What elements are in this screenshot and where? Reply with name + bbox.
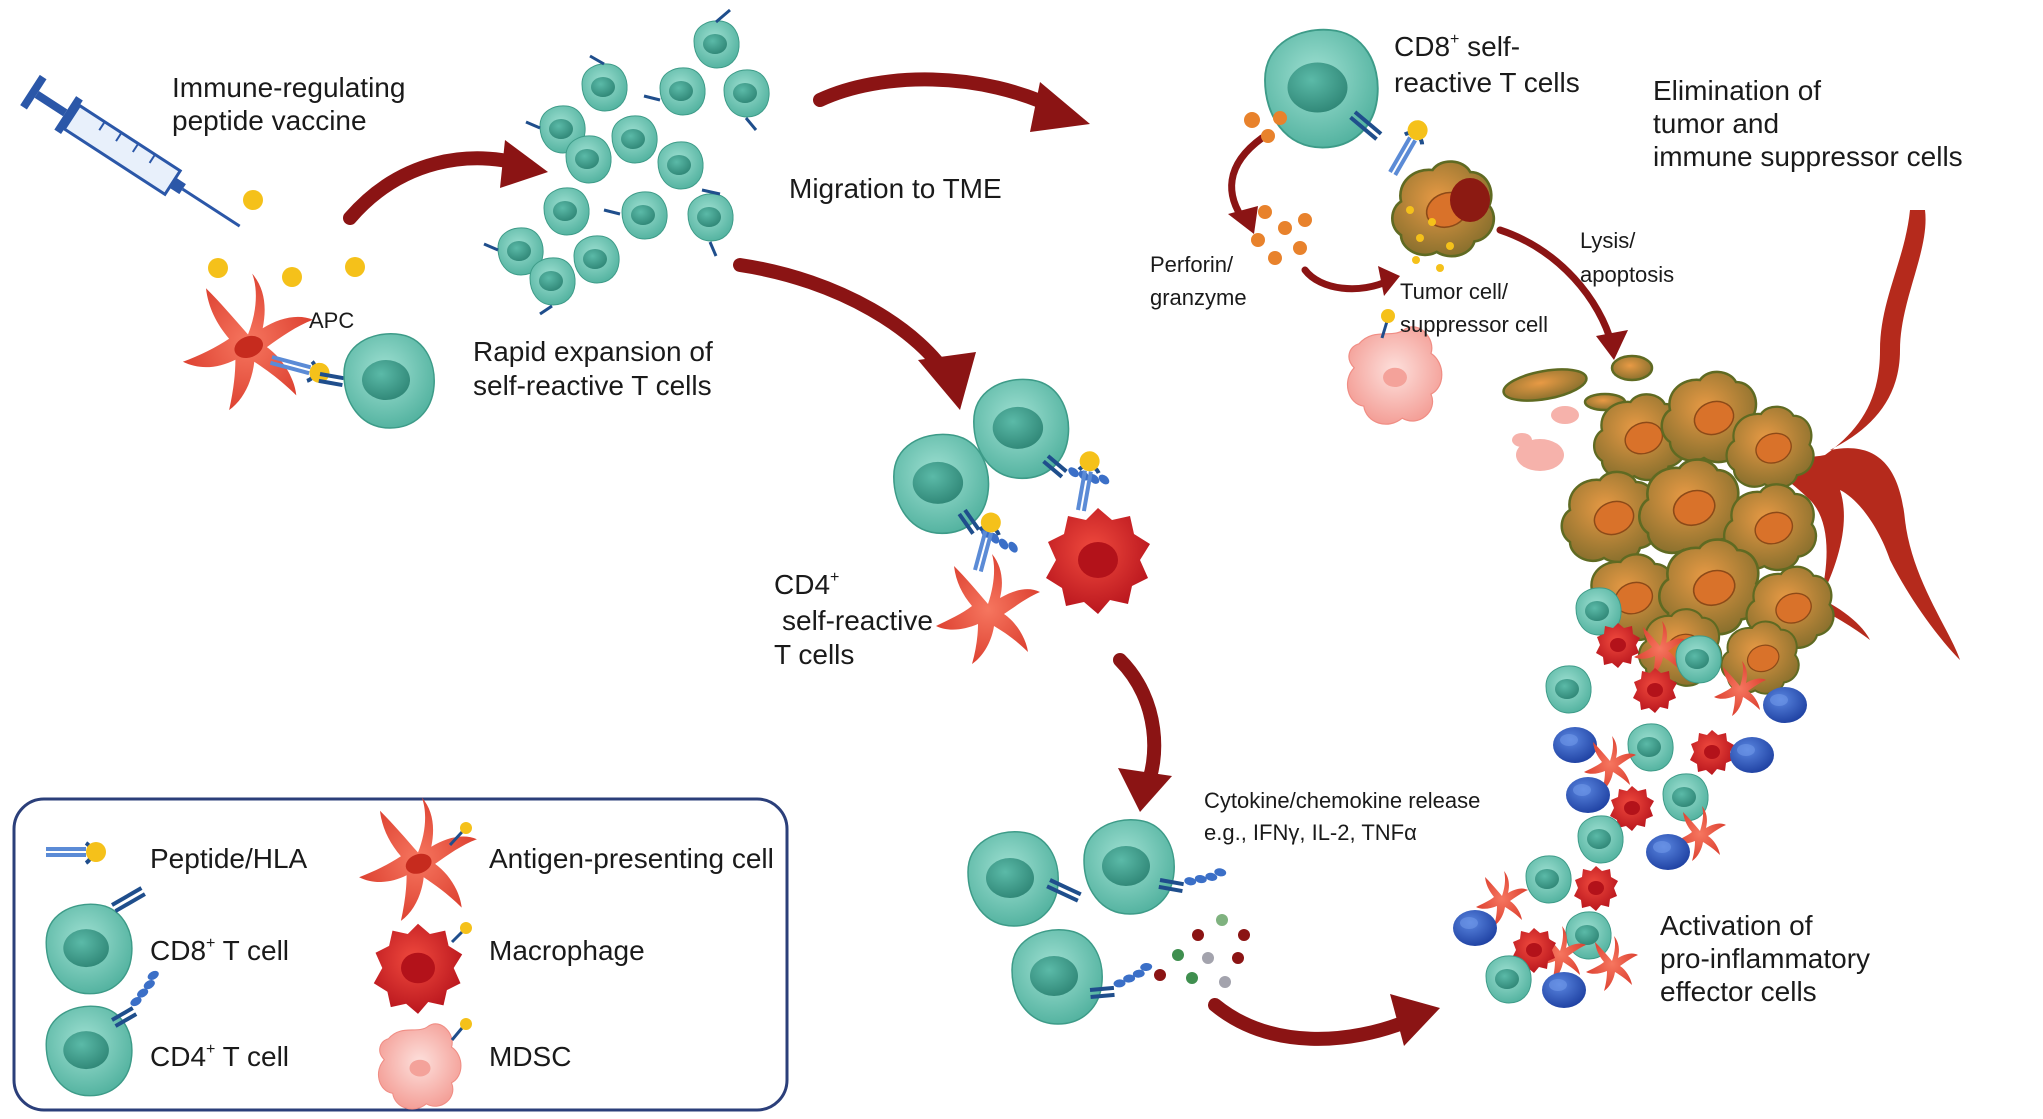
apc-icon bbox=[359, 797, 477, 921]
cd4-line2: self-reactive bbox=[782, 605, 933, 636]
expansion-line1: Rapid expansion of bbox=[473, 336, 713, 367]
tumor-line2: suppressor cell bbox=[1400, 312, 1548, 337]
arrow-perforin bbox=[1228, 134, 1400, 296]
elimination-line2: tumor and bbox=[1653, 108, 1779, 139]
cytokine-dots bbox=[1154, 914, 1250, 988]
legend-item-cd4: CD4+ T cell bbox=[45, 966, 289, 1097]
cd8-line1: CD8+ self- bbox=[1394, 31, 1520, 62]
label-cd4-selfreactive: CD4+ self-reactive T cells bbox=[774, 569, 933, 670]
label-apc: APC bbox=[309, 308, 354, 333]
apc-tcell-synapse bbox=[266, 333, 435, 429]
legend-label-mdsc: MDSC bbox=[489, 1041, 571, 1072]
target-tumor-cell bbox=[1381, 114, 1496, 272]
legend-label-peptide-hla: Peptide/HLA bbox=[150, 843, 308, 874]
perforin-line2: granzyme bbox=[1150, 285, 1247, 310]
perforin-line1: Perforin/ bbox=[1150, 252, 1234, 277]
legend-label-apc: Antigen-presenting cell bbox=[489, 843, 774, 874]
lysis-line2: apoptosis bbox=[1580, 262, 1674, 287]
arrow-cytokine-to-activation bbox=[1208, 994, 1440, 1046]
apc-cell bbox=[182, 273, 314, 411]
label-migration: Migration to TME bbox=[789, 173, 1002, 204]
activation-line3: effector cells bbox=[1660, 976, 1817, 1007]
arrow-lysis bbox=[1496, 226, 1628, 360]
tumor-line1: Tumor cell/ bbox=[1400, 279, 1509, 304]
arrow-vaccine-to-expansion bbox=[343, 140, 548, 225]
label-perforin: Perforin/ granzyme bbox=[1150, 252, 1247, 310]
legend-item-macrophage: Macrophage bbox=[373, 922, 645, 1014]
elimination-line1: Elimination of bbox=[1653, 75, 1821, 106]
legend-label-cd8: CD8+ T cell bbox=[150, 935, 289, 966]
legend-label-cd4: CD4+ T cell bbox=[150, 1041, 289, 1072]
lysed-debris bbox=[1502, 354, 1654, 471]
tcell-cluster bbox=[483, 8, 770, 316]
activation-line2: pro-inflammatory bbox=[1660, 943, 1870, 974]
arrow-to-cd4 bbox=[733, 258, 976, 410]
lysis-line1: Lysis/ bbox=[1580, 228, 1636, 253]
label-lysis: Lysis/ apoptosis bbox=[1580, 228, 1674, 287]
label-tumor-cell: Tumor cell/ suppressor cell bbox=[1400, 279, 1548, 337]
granule-dots bbox=[1244, 111, 1312, 265]
cd4-line1: CD4+ bbox=[774, 569, 839, 600]
label-expansion: Rapid expansion of self-reactive T cells bbox=[473, 336, 713, 401]
vaccine-line2: peptide vaccine bbox=[172, 105, 367, 136]
legend-label-macrophage: Macrophage bbox=[489, 935, 645, 966]
legend-item-cd8: CD8+ T cell bbox=[45, 886, 289, 995]
expansion-line2: self-reactive T cells bbox=[473, 370, 712, 401]
arrow-cd4-to-cytokine bbox=[1113, 653, 1172, 812]
cytokine-line1: Cytokine/chemokine release bbox=[1204, 788, 1480, 813]
macrophage-icon bbox=[373, 922, 472, 1014]
cd8-effector-cell bbox=[1264, 28, 1384, 149]
legend-item-mdsc: MDSC bbox=[377, 1018, 571, 1110]
label-activation: Activation of pro-inflammatory effector … bbox=[1660, 910, 1870, 1007]
legend-item-apc: Antigen-presenting cell bbox=[359, 797, 774, 921]
legend-box: Peptide/HLA CD8+ T cell CD4+ T cell Anti… bbox=[12, 797, 789, 1112]
cytokine-tcell-group bbox=[967, 819, 1229, 1025]
activation-line1: Activation of bbox=[1660, 910, 1813, 941]
mdsc-cell-target bbox=[1346, 309, 1443, 425]
vaccine-line1: Immune-regulating bbox=[172, 72, 405, 103]
syringe-icon bbox=[20, 74, 241, 228]
legend-item-peptide-hla: Peptide/HLA bbox=[44, 840, 308, 874]
label-cd8-selfreactive: CD8+ self- reactive T cells bbox=[1394, 31, 1580, 98]
cd8-line2: reactive T cells bbox=[1394, 67, 1580, 98]
mdsc-icon bbox=[377, 1018, 472, 1110]
label-elimination: Elimination of tumor and immune suppress… bbox=[1653, 75, 1963, 172]
cd4-line3: T cells bbox=[774, 639, 854, 670]
elimination-line3: immune suppressor cells bbox=[1653, 141, 1963, 172]
label-cytokine: Cytokine/chemokine release e.g., IFNγ, I… bbox=[1204, 788, 1480, 845]
cytokine-line2: e.g., IFNγ, IL-2, TNFα bbox=[1204, 820, 1417, 845]
peptide-dots bbox=[208, 190, 365, 287]
label-vaccine: Immune-regulating peptide vaccine bbox=[172, 72, 405, 136]
arrow-migration bbox=[813, 72, 1090, 132]
